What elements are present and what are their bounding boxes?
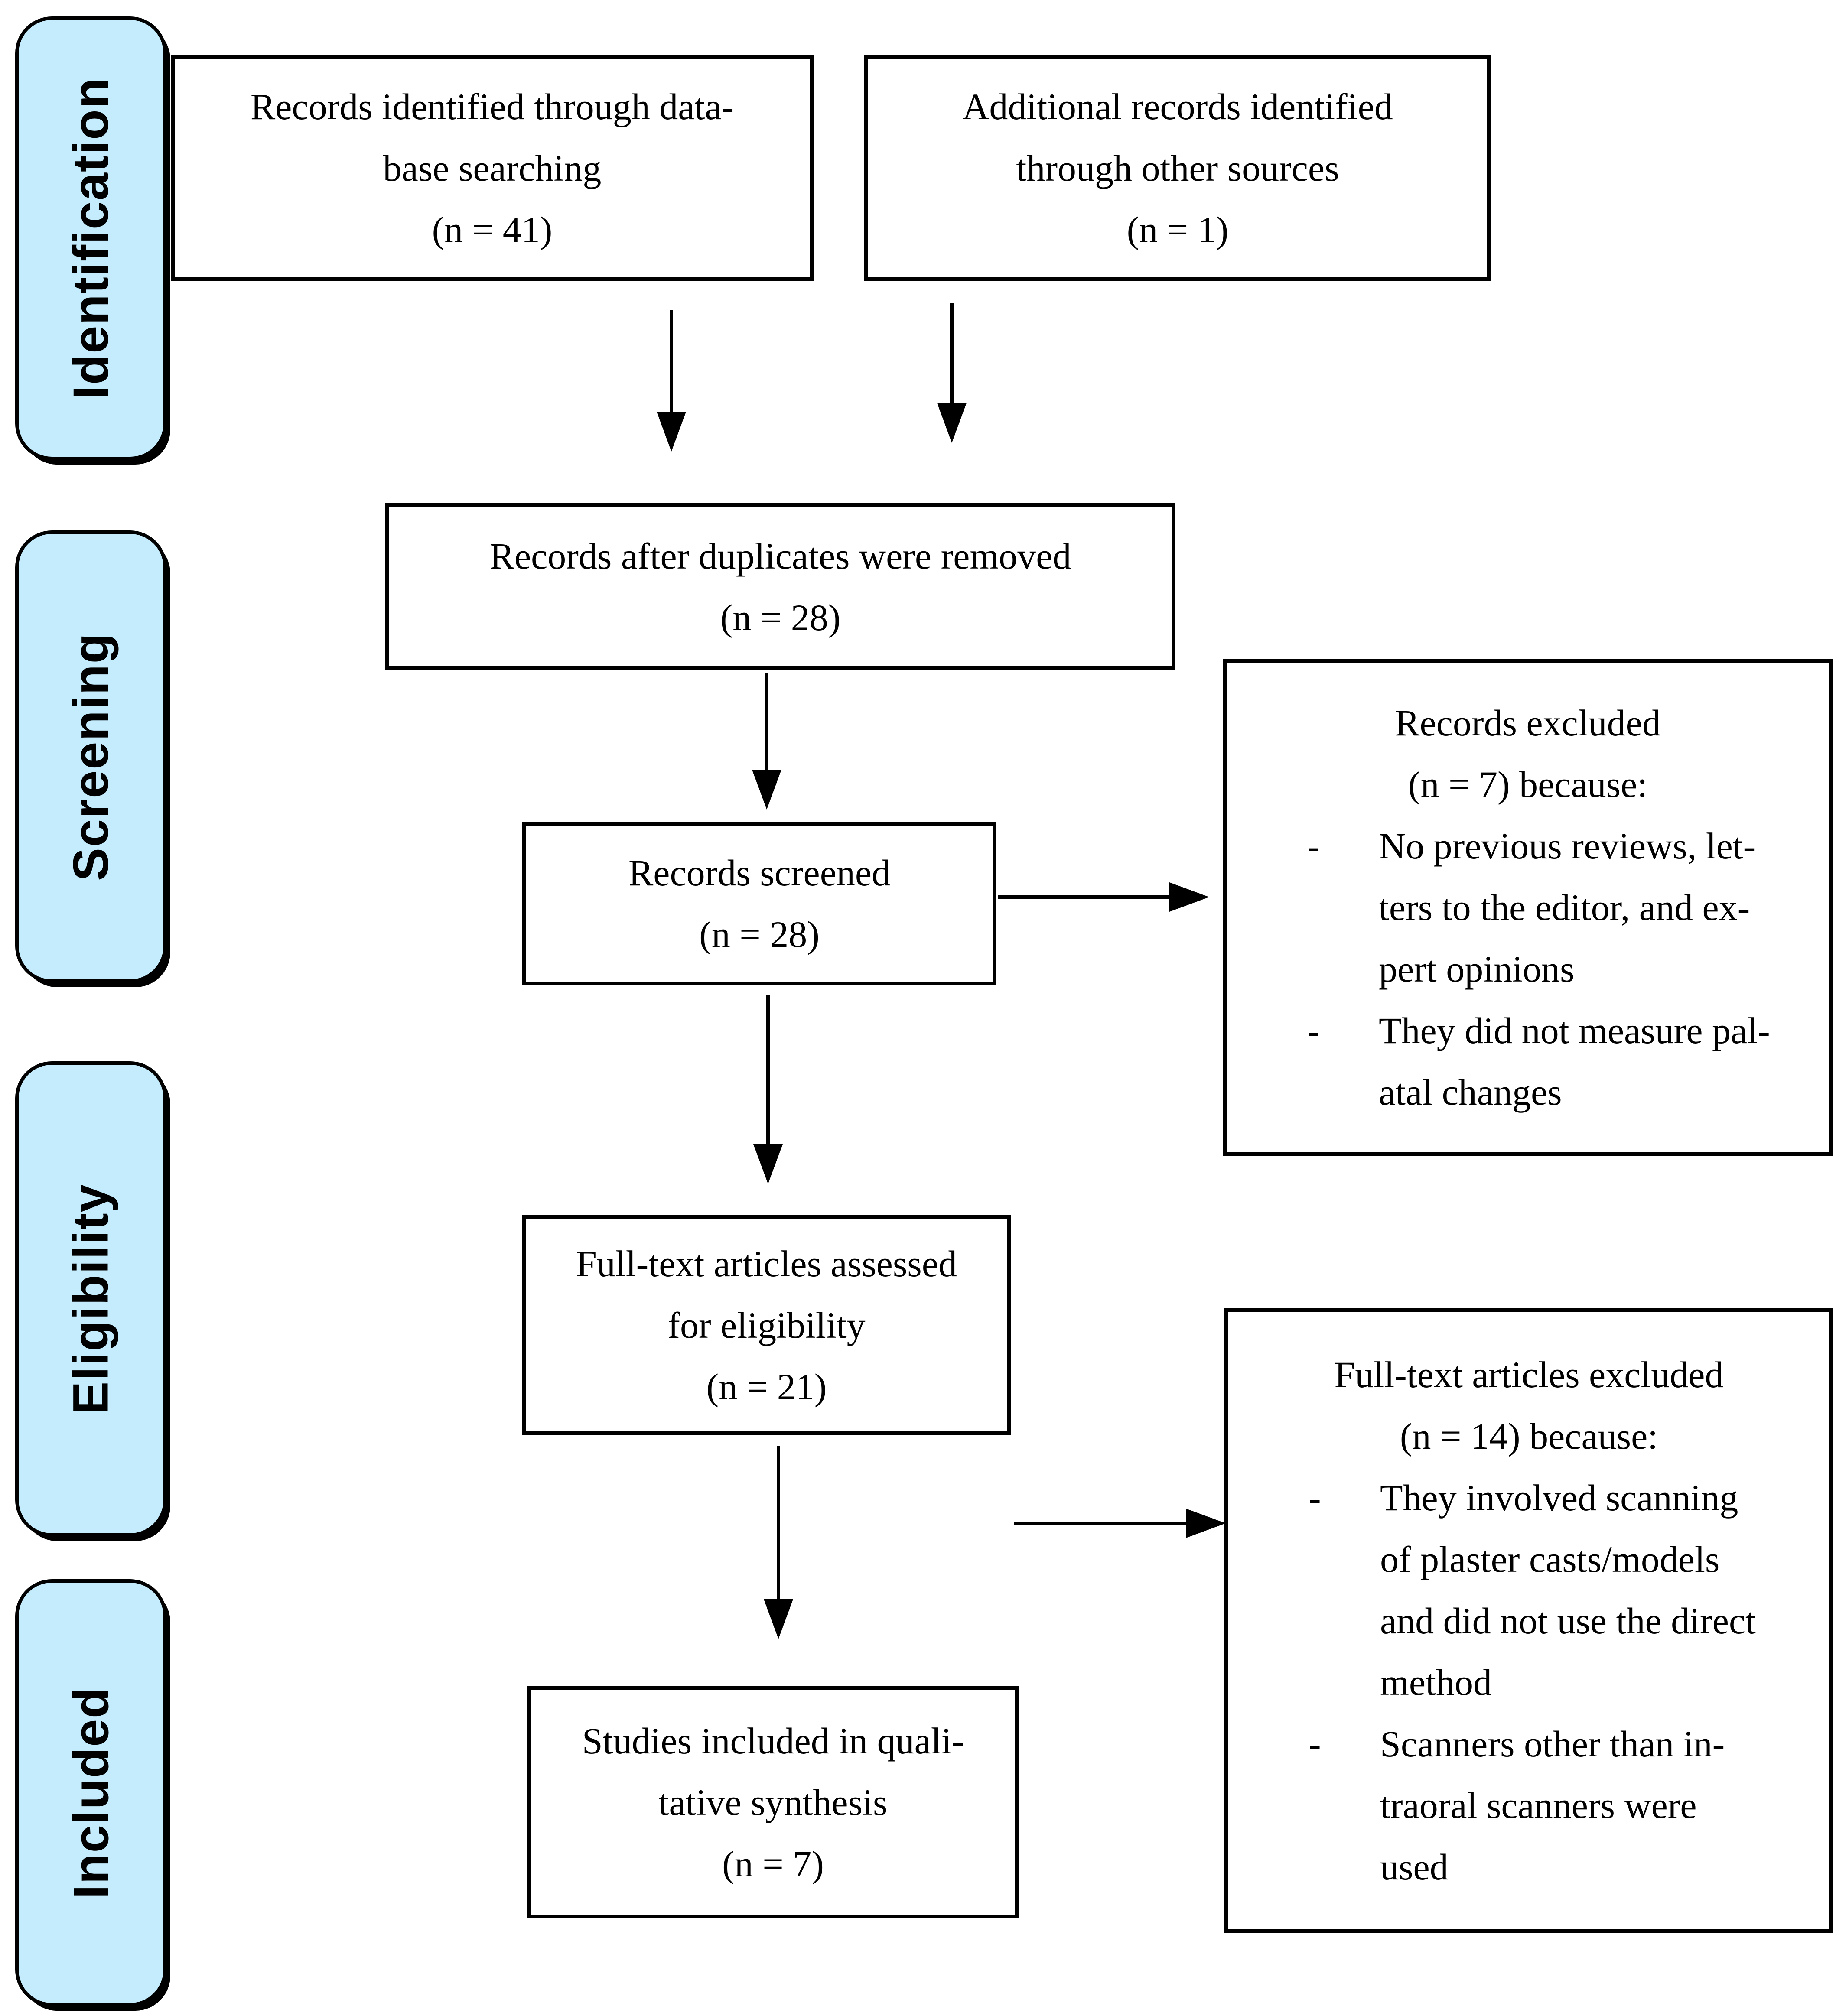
box-fulltext-assessed-line2: for eligibility <box>667 1304 866 1346</box>
fulltext-excluded-bullet-2-line3: used <box>1380 1846 1449 1888</box>
box-fulltext-excluded-title: Full-text articles excluded <box>1334 1353 1724 1395</box>
arrow-fulltext-right-head <box>1186 1509 1226 1538</box>
arrow-fulltext-right-line <box>1014 1522 1188 1525</box>
box-records-identified-count: (n = 41) <box>432 209 553 250</box>
records-excluded-bullet-1-line2: ters to the editor, and ex- <box>1379 887 1750 928</box>
fulltext-excluded-bullet-2-line2: traoral scanners were <box>1380 1784 1697 1826</box>
fulltext-excluded-bullet-1-line4: method <box>1380 1661 1492 1703</box>
records-excluded-bullet-1: - No previous reviews, let- ters to the … <box>1227 815 1829 1000</box>
box-fulltext-excluded-count: (n = 14) because: <box>1400 1415 1658 1457</box>
arrow-identified-down-line <box>670 310 673 414</box>
fulltext-excluded-bullet-2: - Scanners other than in- traoral scanne… <box>1228 1713 1829 1898</box>
box-fulltext-assessed-line1: Full-text articles assessed <box>576 1243 957 1284</box>
records-excluded-bullet-2: - They did not measure pal- atal changes <box>1227 1000 1829 1123</box>
arrow-additional-down-line <box>950 303 954 405</box>
box-records-excluded-count: (n = 7) because: <box>1408 764 1648 805</box>
stage-label-identification: Identification <box>15 16 167 460</box>
fulltext-excluded-bullet-2-line1: Scanners other than in- <box>1380 1723 1725 1765</box>
records-excluded-bullet-1-line1: No previous reviews, let- <box>1379 825 1756 867</box>
records-excluded-bullet-2-line2: atal changes <box>1379 1071 1562 1113</box>
box-studies-included-line2: tative synthesis <box>658 1782 888 1823</box>
box-additional-records: Additional records identified through ot… <box>864 55 1491 281</box>
stage-label-identification-text: Identification <box>63 77 119 400</box>
bullet-dash: - <box>1307 1010 1320 1051</box>
arrow-dedup-down-line <box>765 673 768 772</box>
stage-label-screening-text: Screening <box>63 632 119 881</box>
box-additional-records-line2: through other sources <box>1016 147 1339 189</box>
box-records-identified-line1: Records identified through data- <box>250 86 734 127</box>
box-records-identified: Records identified through data- base se… <box>171 55 814 281</box>
box-additional-records-line1: Additional records identified <box>962 86 1393 127</box>
box-duplicates-removed: Records after duplicates were removed (n… <box>385 503 1175 670</box>
box-studies-included-count: (n = 7) <box>722 1843 824 1885</box>
stage-label-eligibility: Eligibility <box>15 1061 167 1537</box>
arrow-dedup-down-head <box>752 770 781 810</box>
records-excluded-bullet-2-line1: They did not measure pal- <box>1379 1010 1770 1051</box>
box-records-screened-count: (n = 28) <box>699 914 820 955</box>
box-records-identified-line2: base searching <box>383 147 602 189</box>
records-excluded-bullet-1-line3: pert opinions <box>1379 948 1575 990</box>
bullet-dash: - <box>1309 1476 1321 1519</box>
box-fulltext-assessed: Full-text articles assessed for eligibil… <box>522 1215 1011 1435</box>
stage-label-included-text: Included <box>63 1687 119 1899</box>
bullet-dash: - <box>1307 825 1320 867</box>
arrow-screened-right-line <box>998 895 1171 899</box>
bullet-dash: - <box>1309 1723 1321 1765</box>
box-fulltext-assessed-count: (n = 21) <box>706 1366 827 1408</box>
stage-label-eligibility-text: Eligibility <box>63 1183 119 1415</box>
box-records-excluded-title: Records excluded <box>1395 702 1661 744</box>
fulltext-excluded-bullet-1-line1: They involved scanning <box>1380 1476 1738 1519</box>
arrow-screened-right-head <box>1169 882 1209 912</box>
arrow-fulltext-down-line <box>777 1446 780 1602</box>
box-duplicates-removed-line1: Records after duplicates were removed <box>489 535 1071 577</box>
arrow-additional-down-head <box>937 403 967 443</box>
arrow-screened-down-head <box>753 1144 783 1184</box>
box-records-excluded: Records excluded (n = 7) because: - No p… <box>1223 659 1833 1156</box>
arrow-screened-down-line <box>766 995 770 1146</box>
box-records-screened: Records screened (n = 28) <box>522 822 996 985</box>
box-additional-records-count: (n = 1) <box>1126 209 1229 250</box>
box-studies-included: Studies included in quali- tative synthe… <box>527 1686 1019 1918</box>
arrow-identified-down-head <box>657 412 686 452</box>
stage-label-included: Included <box>15 1579 167 2006</box>
box-fulltext-excluded: Full-text articles excluded (n = 14) bec… <box>1224 1308 1833 1933</box>
fulltext-excluded-bullet-1-line3: and did not use the direct <box>1380 1600 1756 1642</box>
stage-label-screening: Screening <box>15 530 167 983</box>
box-records-screened-line1: Records screened <box>628 852 891 894</box>
box-duplicates-removed-count: (n = 28) <box>720 596 841 638</box>
box-studies-included-line1: Studies included in quali- <box>582 1720 964 1762</box>
fulltext-excluded-bullet-1-line2: of plaster casts/models <box>1380 1538 1720 1580</box>
arrow-fulltext-down-head <box>764 1599 793 1639</box>
fulltext-excluded-bullet-1: - They involved scanning of plaster cast… <box>1228 1467 1829 1713</box>
